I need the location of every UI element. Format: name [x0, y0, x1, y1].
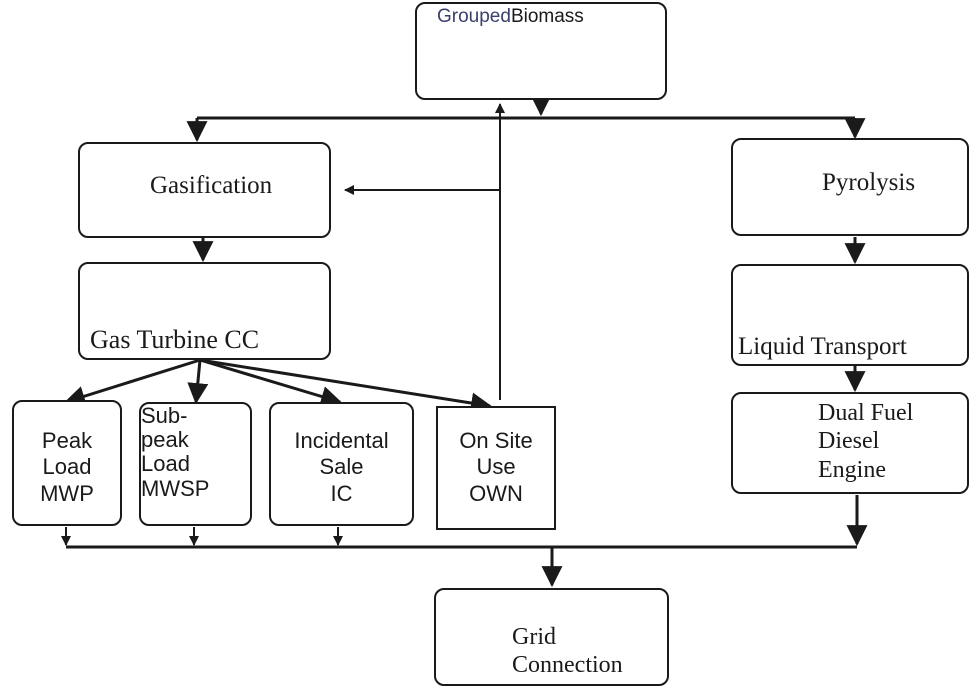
grouped-biomass-label: GroupedBiomass — [437, 6, 584, 28]
grid-line-2: Connection — [512, 651, 623, 678]
gasification-box — [78, 142, 331, 238]
incidental-line-1: Incidental — [294, 428, 389, 453]
on-site-line-2: Use — [476, 454, 516, 480]
on-site-use-label: On Site Use OWN — [436, 428, 556, 507]
peak-load-line-3: MWP — [40, 480, 94, 506]
connectors — [61, 95, 868, 588]
sub-peak-line-1: Sub- — [141, 403, 188, 428]
incidental-sale-box — [269, 402, 414, 526]
peak-load-line-1: Peak — [41, 428, 93, 453]
edge-turbine-peak — [63, 358, 201, 407]
incidental-line-3: IC — [330, 480, 353, 506]
peak-load-label: Peak Load MWP — [12, 428, 122, 507]
sub-peak-line-3: Load — [141, 451, 190, 477]
edge-turbine-onsite — [199, 358, 493, 414]
peak-load-line-2: Load — [42, 454, 92, 480]
edge-turbine-subpeak — [187, 359, 209, 405]
dual-fuel-engine-label: Dual Fuel Diesel Engine — [818, 399, 958, 484]
liquid-transport-label: Liquid Transport — [738, 333, 907, 360]
pyrolysis-label: Pyrolysis — [822, 169, 916, 196]
on-site-line-1: On Site — [459, 428, 533, 453]
incidental-sale-label: Incidental Sale IC — [269, 428, 414, 507]
gas-turbine-box — [78, 262, 331, 360]
on-site-line-3: OWN — [469, 480, 523, 506]
grouped-word: Grouped — [437, 6, 511, 27]
grid-connection-box — [434, 588, 669, 686]
sub-peak-line-2: peak — [141, 427, 189, 453]
grid-connection-label: Grid Connection — [512, 624, 667, 679]
dual-fuel-line-1: Dual Fuel — [818, 400, 914, 426]
incidental-line-2: Sale — [319, 454, 364, 480]
sub-peak-load-label: Sub- peak Load MWSP — [141, 403, 251, 501]
dual-fuel-line-3: Engine — [818, 456, 886, 483]
gas-turbine-label: Gas Turbine CC — [90, 325, 260, 354]
dual-fuel-engine-box — [731, 392, 969, 494]
biomass-word: Biomass — [510, 6, 584, 27]
gasification-label: Gasification — [150, 172, 273, 199]
peak-load-box — [12, 400, 122, 526]
grid-line-1: Grid — [512, 624, 556, 650]
grouped-biomass-box — [415, 2, 667, 100]
pyrolysis-box — [731, 138, 969, 236]
dual-fuel-line-2: Diesel — [818, 428, 880, 455]
edge-turbine-incidental — [199, 358, 343, 407]
sub-peak-load-box — [139, 402, 252, 526]
sub-peak-line-4: MWSP — [141, 475, 210, 501]
on-site-use-box — [436, 406, 556, 530]
liquid-transport-box — [731, 264, 969, 366]
